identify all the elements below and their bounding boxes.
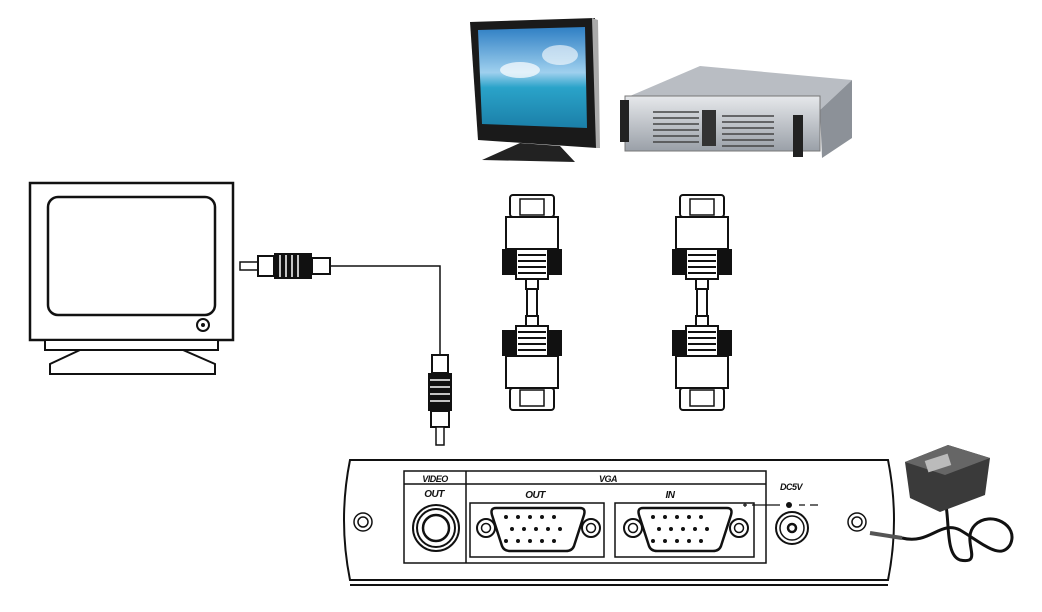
rca-plug-horizontal [239, 253, 331, 279]
power-adapter [869, 445, 1014, 563]
vga-cable-input [671, 194, 733, 411]
rca-plug-vertical [428, 354, 452, 446]
vga-in-label: IN [666, 490, 676, 501]
vga-cable-output [501, 194, 563, 411]
dc-power-jack[interactable] [775, 511, 809, 545]
lcd-monitor [470, 18, 600, 162]
rack-server [620, 66, 852, 158]
video-out-jack[interactable] [412, 504, 460, 552]
video-out-label: OUT [424, 489, 445, 500]
vga-in-port[interactable] [614, 502, 755, 558]
vga-out-port[interactable] [469, 502, 605, 558]
tv-monitor [28, 181, 235, 375]
dc-power-label: DC5V [780, 482, 804, 492]
rca-video-cable [239, 253, 452, 446]
converter-panel: VIDEO OUT VGA OUT IN DC5V [343, 459, 895, 586]
vga-header-label: VGA [599, 474, 617, 484]
video-header-label: VIDEO [422, 474, 448, 484]
vga-out-label: OUT [525, 490, 546, 501]
polarity-symbol [743, 503, 818, 507]
